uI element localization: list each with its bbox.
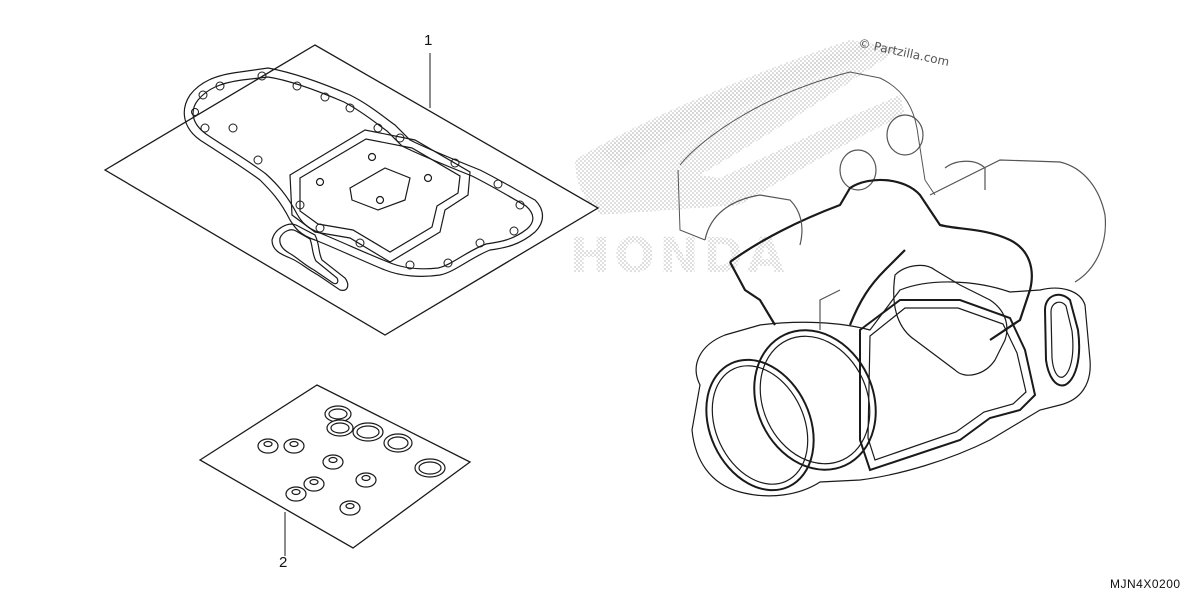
small-cover-gasket bbox=[271, 223, 349, 291]
honda-wing-logo: HONDA bbox=[570, 40, 905, 284]
callout-2[interactable]: 2 bbox=[279, 554, 288, 571]
sealing-washers bbox=[257, 438, 377, 516]
callout-1[interactable]: 1 bbox=[424, 32, 433, 49]
honda-logo-text: HONDA bbox=[570, 228, 788, 284]
engine-illustration bbox=[677, 71, 1107, 497]
diagram-code: MJN4X0200 bbox=[1110, 577, 1181, 591]
oil-pan-gasket bbox=[289, 129, 471, 263]
o-ring-set bbox=[324, 405, 446, 478]
gasket-kit-a-sheet bbox=[103, 44, 600, 336]
